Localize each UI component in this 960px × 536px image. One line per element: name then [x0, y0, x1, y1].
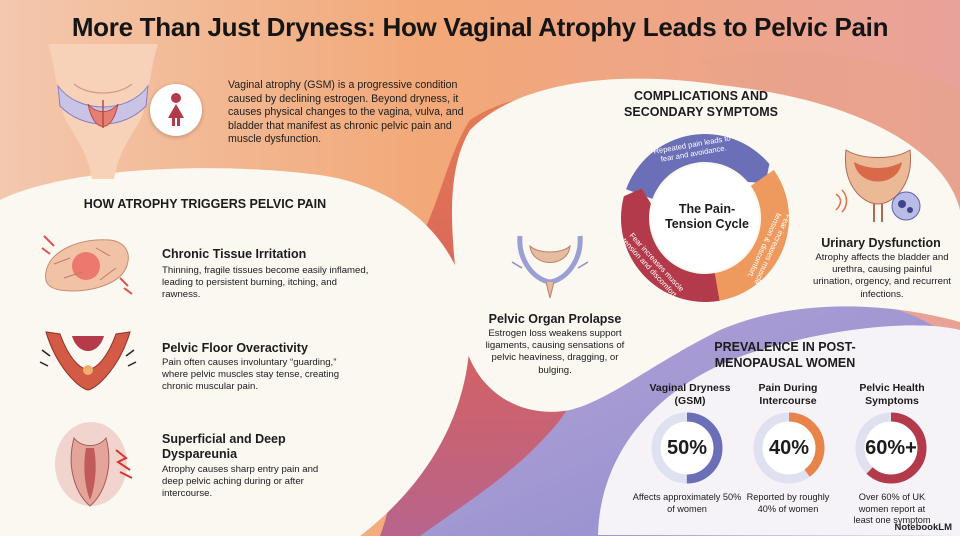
page-title: More Than Just Dryness: How Vaginal Atro…: [71, 12, 889, 42]
stat-caption-pelvic: Over 60% of UK women report at least one…: [853, 492, 931, 525]
stat-value-intercourse: 40%: [768, 437, 810, 459]
stat-caption-intercourse: Reported by roughly 40% of women: [746, 492, 830, 514]
ring-fill: [753, 412, 825, 484]
stat-label-intercourse: Pain During Intercourse: [758, 382, 818, 407]
item-title-dyspareunia: Superficial and Deep Dyspareunia: [162, 432, 286, 461]
urinary-text: Atrophy affects the bladder and urethra,…: [813, 252, 951, 300]
prolapse-title: Pelvic Organ Prolapse: [488, 312, 622, 326]
pelvic-floor-icon: [39, 331, 137, 391]
woman-icon: [168, 93, 184, 126]
woman-icon-badge: [150, 84, 202, 136]
intro-paragraph: Vaginal atrophy (GSM) is a progressive c…: [228, 79, 464, 146]
item-title-overactivity: Pelvic Floor Overactivity: [162, 341, 308, 355]
stat-label-dryness: Vaginal Dryness (GSM): [649, 382, 731, 407]
triggers-heading: HOW ATROPHY TRIGGERS PELVIC PAIN: [83, 197, 327, 211]
stat-ring-intercourse: [753, 412, 825, 484]
item-title-irritation: Chronic Tissue Irritation: [162, 247, 307, 261]
cycle-center-disc: [651, 164, 759, 272]
stat-ring-pelvic: [855, 412, 927, 484]
item-text-overactivity: Pain often causes involuntary “guarding,…: [162, 357, 340, 393]
stat-caption-dryness: Affects approximately 50% of women: [632, 492, 742, 514]
cycle-segment: [621, 188, 720, 302]
cycle-segment: [698, 169, 789, 302]
brand-label: NotebookLM: [894, 522, 952, 533]
prolapse-text: Estrogen loss weakens support ligaments,…: [485, 328, 625, 376]
female-anatomy-illustration: [48, 44, 158, 179]
item-text-irritation: Thinning, fragile tissues become easily …: [162, 265, 369, 301]
stat-value-dryness: 50%: [666, 437, 708, 459]
vaginal-pain-icon: [55, 422, 133, 507]
pain-tension-cycle-diagram: Repeated pain leads tofear and avoidance…: [620, 133, 793, 302]
irritated-tissue-icon: [41, 235, 133, 295]
prolapse-icon: [511, 235, 589, 299]
stat-ring-dryness: [651, 412, 723, 484]
complications-heading: COMPLICATIONS AND SECONDARY SYMPTOMS: [624, 89, 778, 119]
ring-fill: [651, 412, 723, 484]
ring-fill: [855, 412, 927, 484]
stat-value-pelvic: 60%+: [865, 437, 917, 459]
cycle-segment: [626, 134, 770, 199]
prevalence-heading: PREVALENCE IN POST-MENOPAUSAL WOMEN: [714, 340, 856, 370]
stat-label-pelvic: Pelvic Health Symptoms: [859, 382, 925, 407]
item-text-dyspareunia: Atrophy causes sharp entry pain and deep…: [162, 464, 319, 500]
bladder-icon: [835, 149, 921, 222]
urinary-title: Urinary Dysfunction: [821, 236, 941, 250]
cycle-center-label: The Pain-Tension Cycle: [665, 202, 749, 231]
